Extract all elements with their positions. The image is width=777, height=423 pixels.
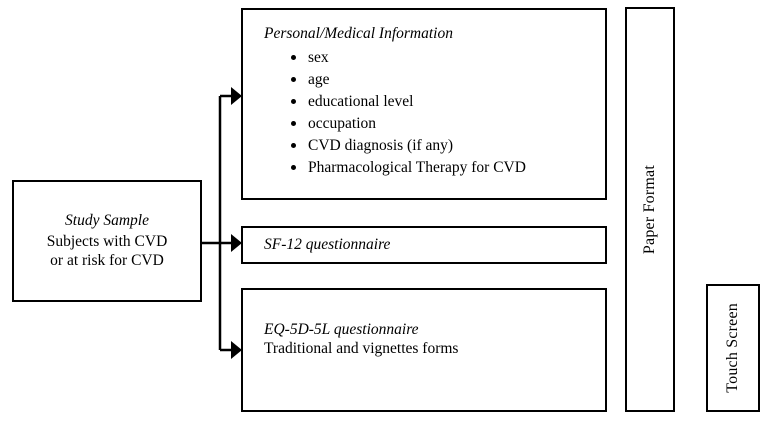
list-item-label: educational level [308,93,414,111]
paper-format-label: Paper Format [641,164,658,255]
list-item-label: age [308,71,330,89]
list-item: CVD diagnosis (if any) [291,135,605,157]
bullet-dot-icon [291,143,296,149]
eq5d5l-questionnaire-box: EQ-5D-5L questionnaire Traditional and v… [241,288,607,412]
sf12-questionnaire-box: SF-12 questionnaire [241,226,607,264]
personal-medical-title: Personal/Medical Information [264,25,453,42]
eq5d5l-subtitle: Traditional and vignettes forms [264,340,459,358]
study-sample-line2: or at risk for CVD [50,252,164,270]
list-item-label: sex [308,49,329,67]
eq5d5l-title: EQ-5D-5L questionnaire [264,321,419,338]
personal-medical-item-list: sex age educational level occupation CVD… [264,47,605,179]
list-item-label: Pharmacological Therapy for CVD [308,159,526,177]
bullet-dot-icon [291,99,296,105]
study-sample-line1: Subjects with CVD [46,232,168,250]
sf12-title: SF-12 questionnaire [264,236,391,254]
list-item: sex [291,47,605,69]
study-sample-box: Study Sample Subjects with CVD or at ris… [12,180,202,302]
bullet-dot-icon [291,121,296,127]
paper-format-box: Paper Format [625,7,675,412]
list-item-label: CVD diagnosis (if any) [308,137,454,155]
study-sample-title: Study Sample [65,212,149,230]
list-item: educational level [291,91,605,113]
bullet-dot-icon [291,165,296,171]
list-item-label: occupation [308,115,377,133]
touch-screen-box: Touch Screen [706,284,760,412]
touch-screen-label: Touch Screen [724,303,741,393]
list-item: occupation [291,113,605,135]
bullet-dot-icon [291,55,296,61]
personal-medical-information-box: Personal/Medical Information sex age edu… [241,8,607,200]
list-item: Pharmacological Therapy for CVD [291,157,605,179]
bullet-dot-icon [291,77,296,83]
list-item: age [291,69,605,91]
